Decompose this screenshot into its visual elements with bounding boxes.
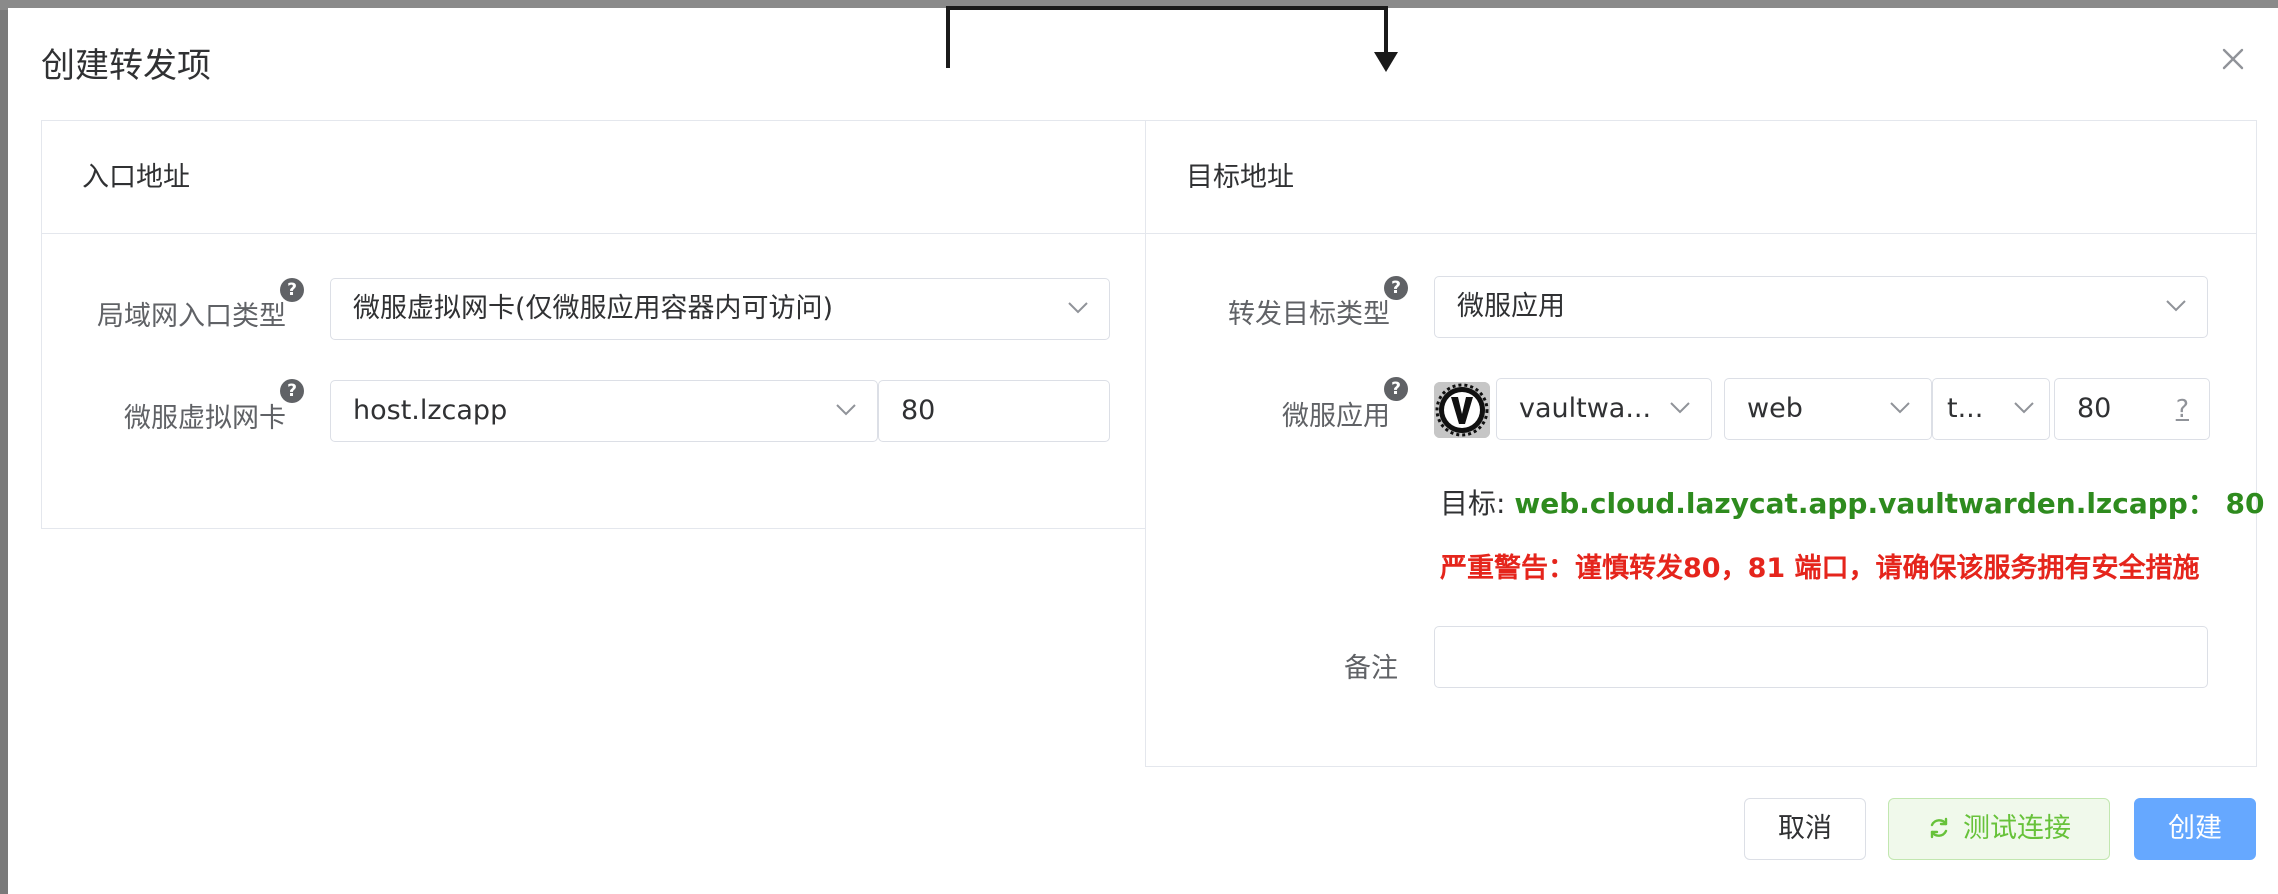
background-page: [0, 0, 2278, 10]
chevron-down-icon: [2166, 300, 2186, 312]
target-label: 目标:: [1440, 487, 1506, 520]
target-port-input[interactable]: 80 ?: [2054, 378, 2210, 440]
create-button[interactable]: 创建: [2134, 798, 2256, 860]
protocol-select-value: t...: [1947, 393, 1984, 424]
virtual-nic-value: host.lzcapp: [353, 395, 508, 426]
target-host: web.cloud.lazycat.app.vaultwarden.lzcapp…: [1514, 487, 2265, 520]
service-select[interactable]: web: [1724, 378, 1932, 440]
chevron-down-icon: [1890, 402, 1910, 414]
entry-panel-header: 入口地址: [42, 121, 1151, 234]
entry-port-input[interactable]: 80: [878, 380, 1110, 442]
forward-target-type-select[interactable]: 微服应用: [1434, 276, 2208, 338]
refresh-icon: [1930, 817, 1948, 838]
lan-entry-type-label: 局域网入口类型: [97, 301, 286, 332]
dialog-title: 创建转发项: [41, 46, 211, 86]
target-port-value: 80: [2077, 393, 2112, 424]
entry-port-value: 80: [901, 395, 936, 426]
forward-target-type-label: 转发目标类型: [1228, 299, 1390, 330]
micro-app-label: 微服应用: [1282, 401, 1390, 432]
help-icon[interactable]: ?: [1384, 377, 1408, 401]
remark-label: 备注: [1344, 653, 1398, 684]
close-icon[interactable]: [2218, 44, 2248, 74]
help-icon[interactable]: ?: [280, 379, 304, 403]
test-connection-label: 测试连接: [1963, 813, 2071, 844]
flow-arrow-icon: [946, 6, 1398, 72]
virtual-nic-label: 微服虚拟网卡: [124, 403, 286, 434]
chevron-down-icon: [836, 404, 856, 416]
target-address-line: 目标: web.cloud.lazycat.app.vaultwarden.lz…: [1440, 482, 2265, 522]
create-forward-dialog: 创建转发项 入口地址 目标地址 局域网入口类型 ? 微服虚拟网卡(仅微服应用容器…: [8, 6, 2278, 894]
help-icon[interactable]: ?: [1384, 276, 1408, 300]
service-select-value: web: [1747, 393, 1803, 424]
app-select-value: vaultwa...: [1519, 393, 1652, 424]
app-select[interactable]: vaultwa...: [1496, 378, 1712, 440]
remark-input[interactable]: [1434, 626, 2208, 688]
target-panel-header: 目标地址: [1146, 121, 2256, 234]
forward-target-type-value: 微服应用: [1457, 291, 1565, 322]
virtual-nic-select[interactable]: host.lzcapp: [330, 380, 878, 442]
test-connection-button[interactable]: 测试连接: [1888, 798, 2110, 860]
chevron-down-icon: [1068, 302, 1088, 314]
lan-entry-type-select[interactable]: 微服虚拟网卡(仅微服应用容器内可访问): [330, 278, 1110, 340]
cancel-button[interactable]: 取消: [1744, 798, 1866, 860]
port-warning: 严重警告：谨慎转发80，81 端口，请确保该服务拥有安全措施: [1440, 553, 2200, 584]
vaultwarden-icon: [1434, 382, 1490, 438]
lan-entry-type-value: 微服虚拟网卡(仅微服应用容器内可访问): [353, 293, 834, 324]
help-icon[interactable]: ?: [280, 278, 304, 302]
protocol-select[interactable]: t...: [1932, 378, 2050, 440]
chevron-down-icon: [2014, 402, 2034, 414]
chevron-down-icon: [1670, 402, 1690, 414]
port-hint-icon[interactable]: ?: [2175, 394, 2189, 423]
